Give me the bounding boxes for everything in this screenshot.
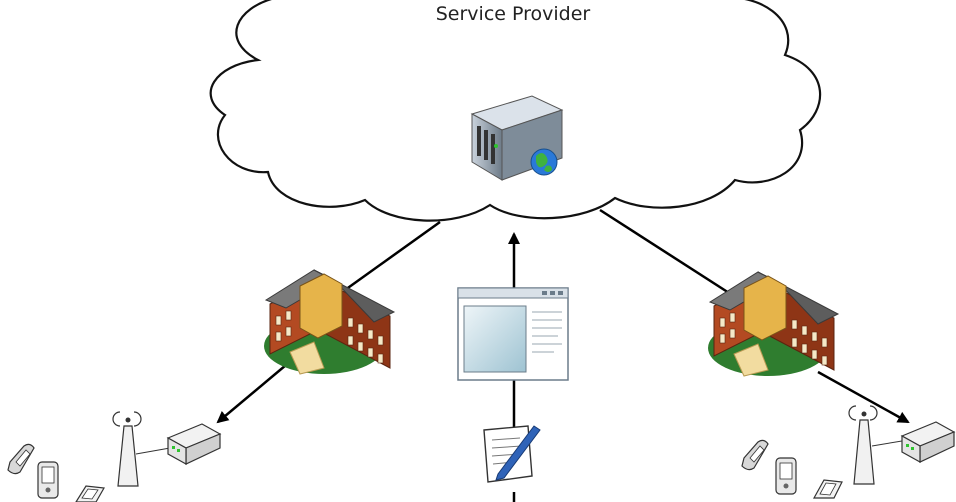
laptop-left-icon xyxy=(75,485,105,502)
link-school-right-router xyxy=(817,370,910,424)
link-school-left-router xyxy=(216,359,293,424)
antenna-left-cable xyxy=(135,447,171,455)
pda-left-icon xyxy=(37,461,59,499)
cloud-label: Service Provider xyxy=(436,3,591,25)
laptop-right-icon xyxy=(812,479,843,499)
document-pen-icon xyxy=(483,425,541,483)
school-building-right-icon xyxy=(708,271,840,377)
wireless-router-right-icon xyxy=(900,421,956,464)
mobile-phone-right-icon xyxy=(741,439,769,471)
antenna-left-icon xyxy=(112,411,142,487)
school-building-left-icon xyxy=(264,269,396,375)
pda-right-icon xyxy=(775,457,797,495)
application-window-icon xyxy=(457,287,569,381)
wireless-router-left-icon xyxy=(166,423,222,466)
link-cloud-school-left xyxy=(344,220,441,292)
globe-server-icon xyxy=(470,95,564,181)
mobile-phone-left-icon xyxy=(7,443,35,475)
antenna-right-icon xyxy=(848,405,878,485)
link-cloud-school-right xyxy=(599,208,741,302)
